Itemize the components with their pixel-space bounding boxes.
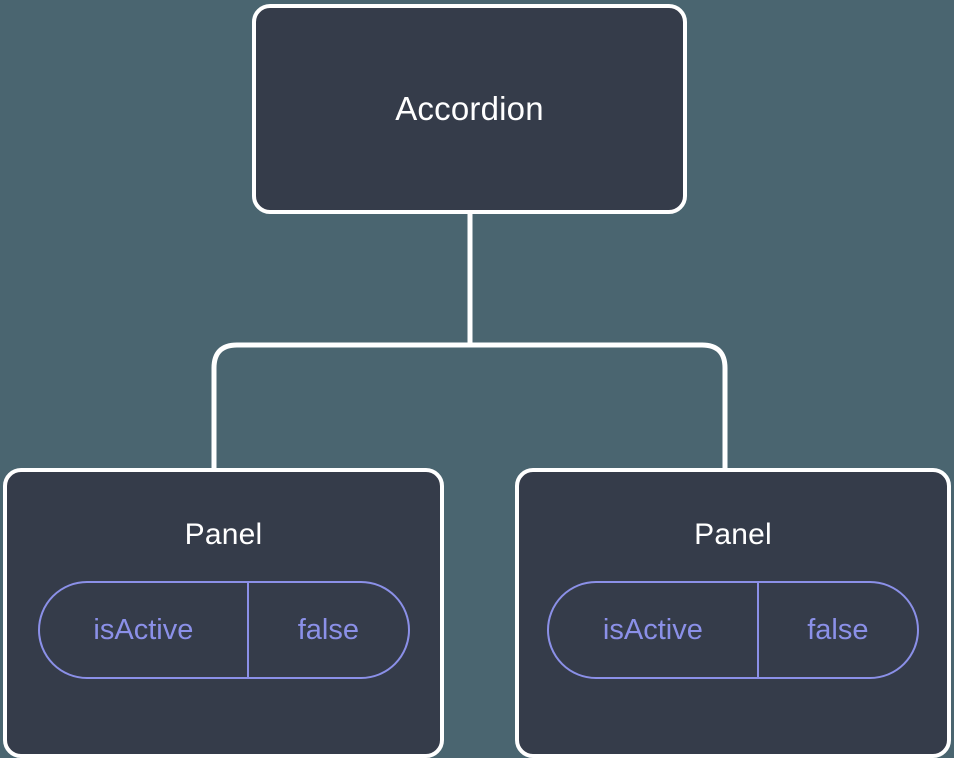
edge-root-to-panel-1: [211, 342, 470, 470]
state-badge-panel-2-value: false: [807, 613, 869, 646]
node-accordion[interactable]: Accordion: [252, 4, 687, 214]
state-badge-panel-1-value: false: [297, 613, 359, 646]
state-badge-panel-1[interactable]: isActive false: [37, 581, 410, 679]
node-panel-2[interactable]: Panel isActive false: [515, 468, 951, 758]
state-badge-panel-2-key: isActive: [549, 583, 759, 677]
node-panel-1[interactable]: Panel isActive false: [3, 468, 444, 758]
state-badge-panel-2[interactable]: isActive false: [547, 581, 919, 679]
node-panel-2-title: Panel: [694, 518, 772, 551]
edge-layer: [211, 213, 728, 470]
node-accordion-title: Accordion: [395, 89, 544, 127]
component-tree-canvas: Accordion Panel isActive false Panel isA…: [3, 4, 951, 758]
node-panel-1-title: Panel: [184, 518, 263, 551]
edge-root-to-panel-2: [470, 342, 728, 470]
state-badge-panel-1-key: isActive: [40, 583, 250, 677]
